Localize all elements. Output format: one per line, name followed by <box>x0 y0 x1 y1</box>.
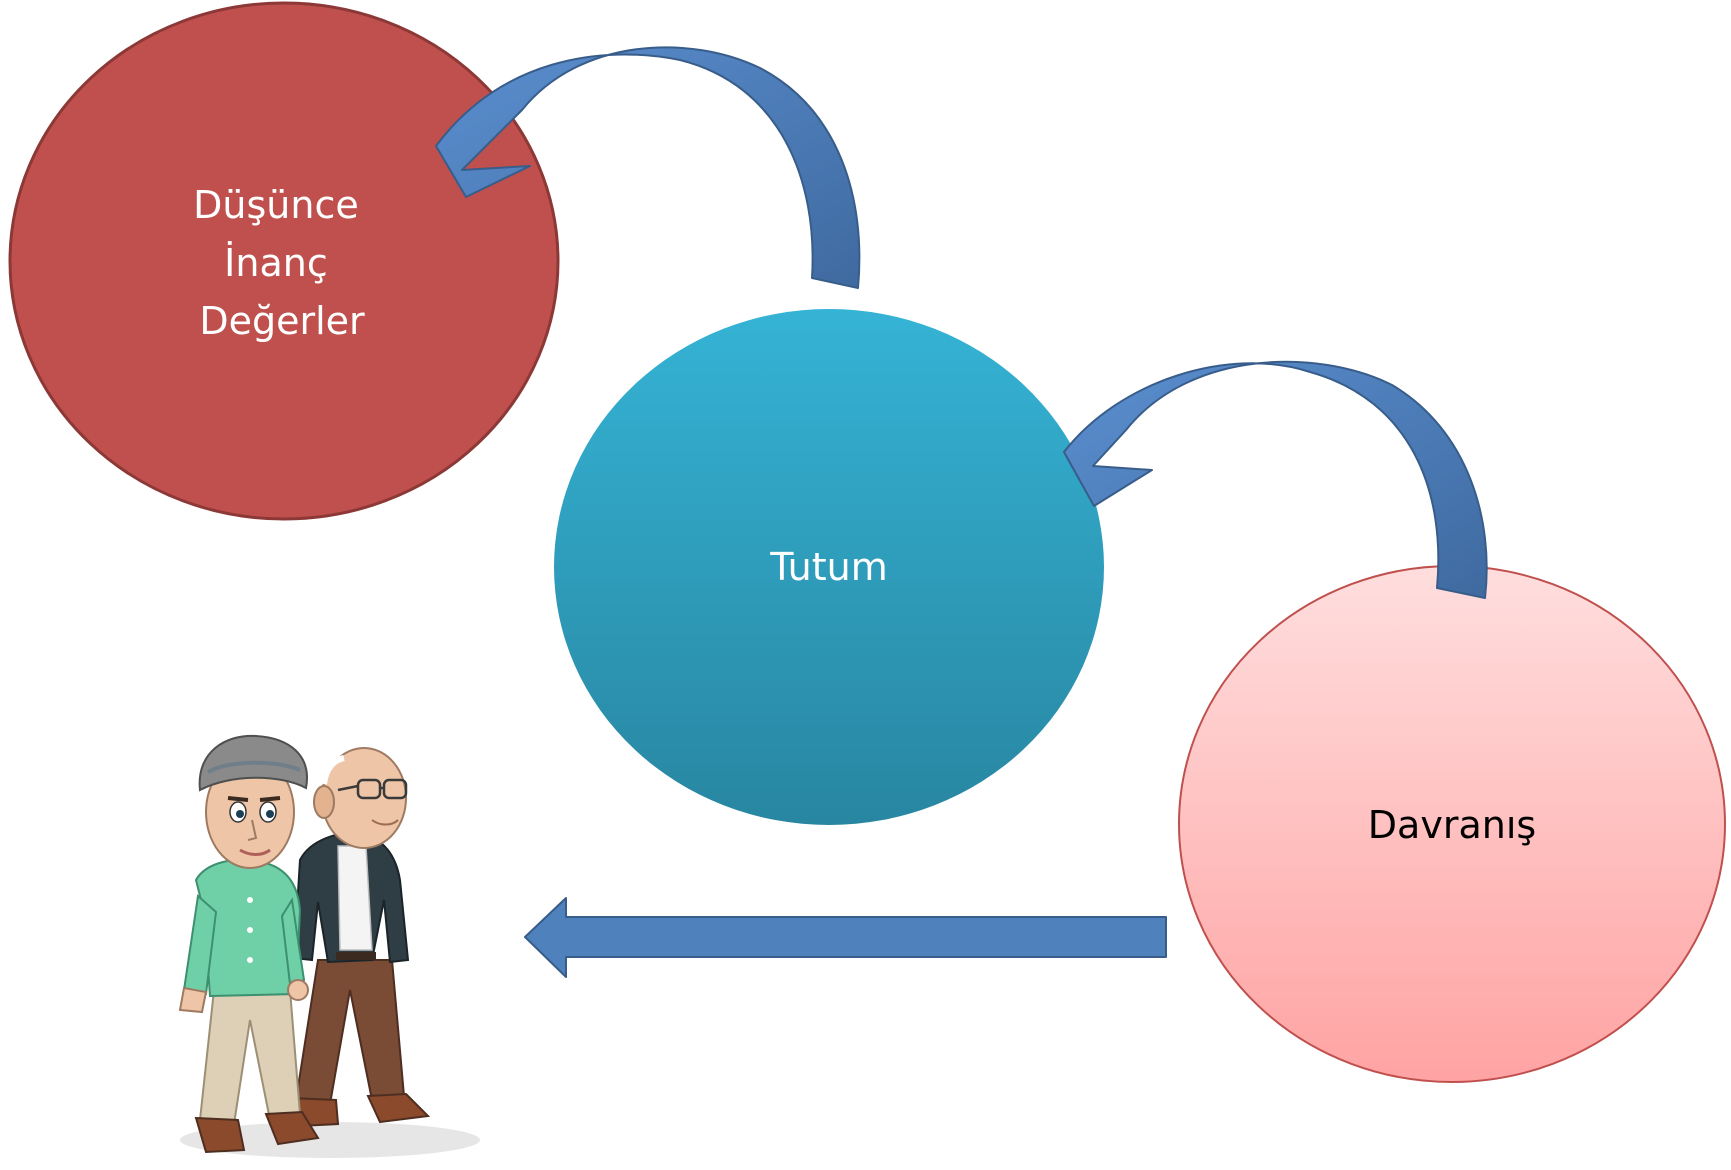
elderly-men-illustration <box>178 734 480 1158</box>
beliefs-label-line-2: İnanç <box>224 241 328 285</box>
attitude-circle <box>554 309 1104 825</box>
behavior-node: Davranış <box>1178 565 1726 1083</box>
beliefs-circle <box>8 1 560 521</box>
beliefs-label-line-3: Değerler <box>199 299 365 343</box>
attitude-label: Tutum <box>769 545 888 589</box>
ground-shadow <box>180 1122 480 1158</box>
straight-arrow-behavior-to-people <box>524 897 1167 978</box>
beliefs-node: Düşünce İnanç Değerler <box>8 1 560 521</box>
capped-man-figure <box>178 734 320 1154</box>
cap-icon <box>198 734 308 792</box>
curved-arrow-attitude-to-beliefs <box>435 46 861 289</box>
curved-arrow-behavior-to-attitude <box>1063 360 1488 599</box>
glasses-icon <box>337 778 408 800</box>
beliefs-label-line-1: Düşünce <box>193 183 359 227</box>
bald-man-figure <box>288 747 431 1128</box>
beliefs-label: Düşünce İnanç Değerler <box>193 183 371 343</box>
attitude-node: Tutum <box>554 309 1104 825</box>
behavior-label: Davranış <box>1368 803 1536 847</box>
